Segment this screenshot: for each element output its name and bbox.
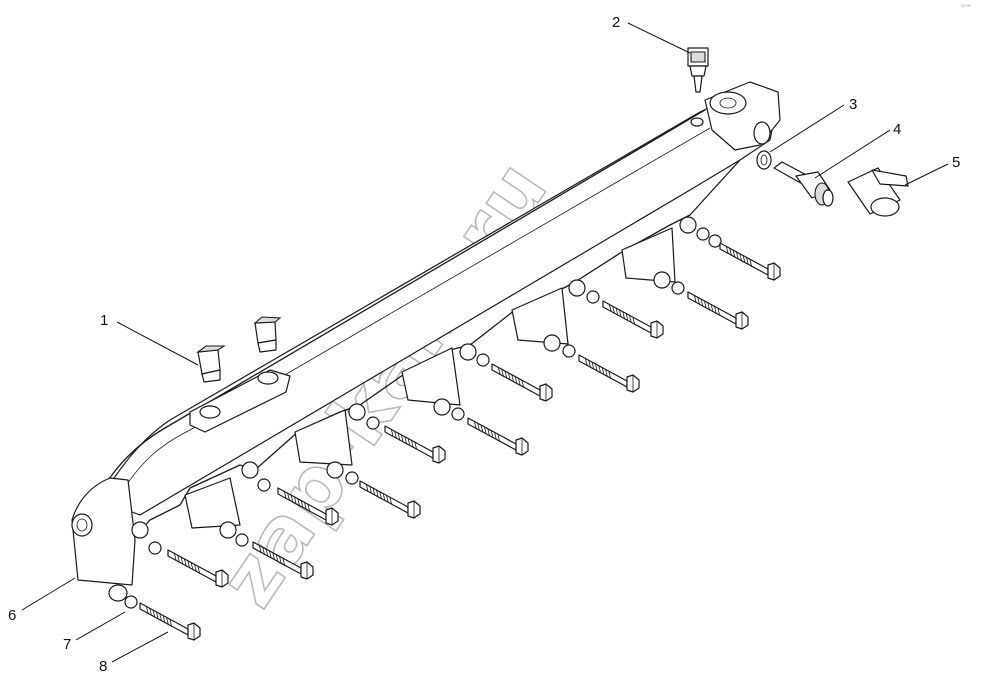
plug-part-1 — [196, 316, 282, 383]
bolt — [384, 425, 446, 464]
bolt — [687, 291, 749, 330]
sensor-part-2 — [687, 47, 709, 93]
rail-side-port — [753, 121, 771, 145]
callout-leaders — [21, 22, 949, 663]
rail-left-end — [71, 477, 136, 586]
washers-part-7 — [124, 227, 722, 609]
manifold-rail — [71, 81, 781, 602]
washer-part-3 — [756, 150, 772, 170]
bolt — [139, 602, 201, 641]
connector-part-5 — [847, 167, 909, 217]
bolt — [491, 363, 553, 402]
bolt — [167, 549, 229, 588]
callout-5: 5 — [952, 154, 960, 171]
bolt — [719, 242, 781, 281]
callout-labels: 1 2 3 4 5 6 7 8 — [8, 14, 960, 675]
callout-6: 6 — [8, 607, 16, 624]
rail-lower-edge — [129, 159, 741, 581]
bolt — [467, 417, 529, 456]
bolt — [252, 541, 314, 580]
bolt — [359, 480, 421, 519]
rail-right-port — [709, 91, 747, 115]
outlet-flanges — [184, 227, 676, 529]
valve-part-4 — [773, 161, 834, 207]
callout-2: 2 — [612, 14, 620, 31]
pad-holes — [108, 216, 697, 602]
callout-7: 7 — [63, 636, 71, 653]
corner-mark: ᵖᵘᵃ — [962, 3, 971, 11]
callout-8: 8 — [99, 658, 107, 675]
callout-1: 1 — [100, 312, 108, 329]
rail-left-port — [71, 513, 93, 537]
bolts-part-8 — [139, 242, 781, 641]
callout-3: 3 — [849, 96, 857, 113]
bolt — [578, 354, 640, 393]
bolt — [602, 300, 664, 339]
bolt — [277, 487, 339, 526]
callout-4: 4 — [893, 121, 901, 138]
